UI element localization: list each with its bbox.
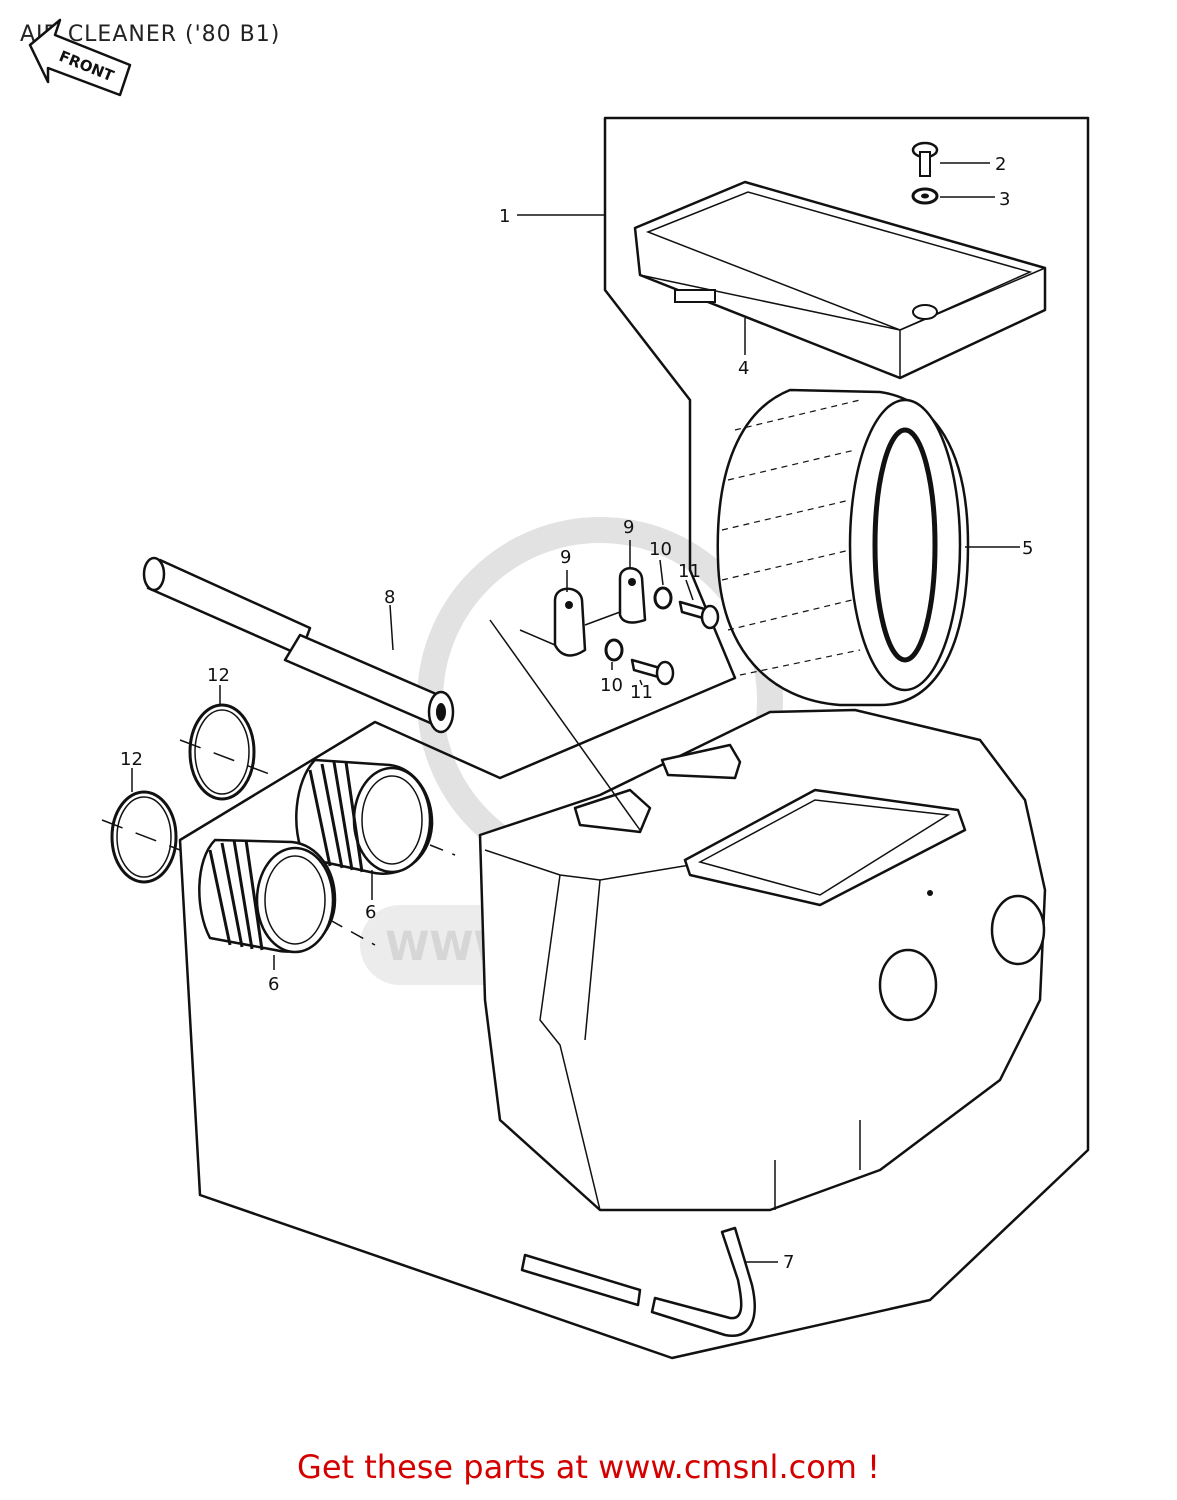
callout-11b: 11 — [630, 682, 653, 703]
callout-8: 8 — [384, 587, 395, 608]
callout-6b: 6 — [268, 974, 279, 995]
intake-boot-part — [198, 758, 456, 954]
screw-icon — [911, 141, 939, 177]
callout-10a: 10 — [649, 539, 672, 560]
callout-1: 1 — [499, 206, 510, 227]
cover-part — [633, 180, 1047, 380]
bolt-icon-11 — [630, 600, 720, 686]
callout-11a: 11 — [678, 561, 701, 582]
callout-12a: 12 — [207, 665, 230, 686]
tube-part — [142, 556, 455, 734]
o-ring-icon — [101, 703, 273, 884]
callout-labels: 1 2 3 4 5 6 6 7 8 9 9 10 10 11 11 12 12 — [120, 154, 1033, 1273]
bracket-icon — [519, 567, 647, 657]
callout-4: 4 — [738, 358, 749, 379]
callout-2: 2 — [995, 154, 1006, 175]
filter-element-part — [716, 388, 970, 707]
callout-10b: 10 — [600, 675, 623, 696]
assembly-outline — [178, 116, 1090, 1360]
front-arrow-icon: FRONT — [28, 18, 132, 97]
callout-6a: 6 — [365, 902, 376, 923]
footer-link[interactable]: Get these parts at www.cmsnl.com ! — [297, 1448, 880, 1486]
callout-12b: 12 — [120, 749, 143, 770]
drain-hose-part — [520, 1226, 756, 1338]
air-box-housing-part — [478, 619, 1047, 1212]
washer-icon — [911, 187, 939, 205]
callout-7: 7 — [783, 1252, 794, 1273]
callout-9b: 9 — [623, 517, 634, 538]
callout-9a: 9 — [560, 547, 571, 568]
washer-icon-10 — [604, 586, 673, 662]
callout-3: 3 — [999, 189, 1010, 210]
callout-5: 5 — [1022, 538, 1033, 559]
leader-lines — [131, 162, 1020, 1263]
